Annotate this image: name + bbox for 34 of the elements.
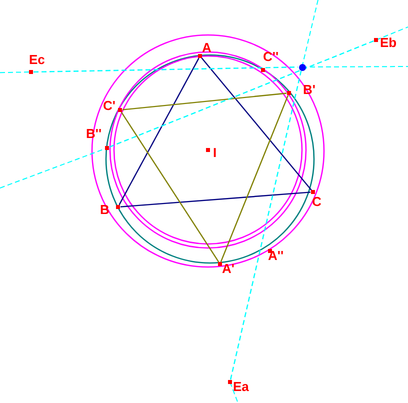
line-segment [120, 192, 311, 208]
point-label: A [202, 41, 212, 55]
point-label: C'' [263, 50, 279, 64]
point-marker [218, 262, 222, 266]
point-label: I [213, 146, 217, 160]
point-marker [105, 146, 109, 150]
point-marker [311, 190, 315, 194]
point-marker [298, 64, 306, 70]
point-label: A' [222, 262, 234, 276]
line-segment [122, 92, 287, 110]
point-marker [374, 38, 378, 42]
point-marker [116, 205, 120, 209]
dashed-line [230, 70, 302, 380]
point-label: Ec [29, 53, 45, 67]
point-label: Ea [233, 380, 249, 394]
line-segment [220, 95, 289, 262]
line-segment [120, 112, 220, 262]
dashed-line [33, 66, 298, 73]
point-label: Eb [380, 36, 397, 50]
point-marker [268, 249, 272, 253]
line-segment [118, 58, 200, 206]
point-label: C [312, 195, 322, 209]
point-marker [206, 148, 210, 152]
point-marker [29, 70, 33, 74]
dashed-line [109, 40, 374, 148]
point-marker [118, 108, 122, 112]
line-segment [201, 58, 312, 190]
point-marker [198, 54, 202, 58]
point-marker [228, 380, 232, 384]
point-marker [287, 91, 291, 95]
point-marker [261, 68, 265, 72]
point-label: B [100, 203, 110, 217]
point-label: A'' [268, 249, 284, 263]
point-label: C' [103, 99, 116, 113]
